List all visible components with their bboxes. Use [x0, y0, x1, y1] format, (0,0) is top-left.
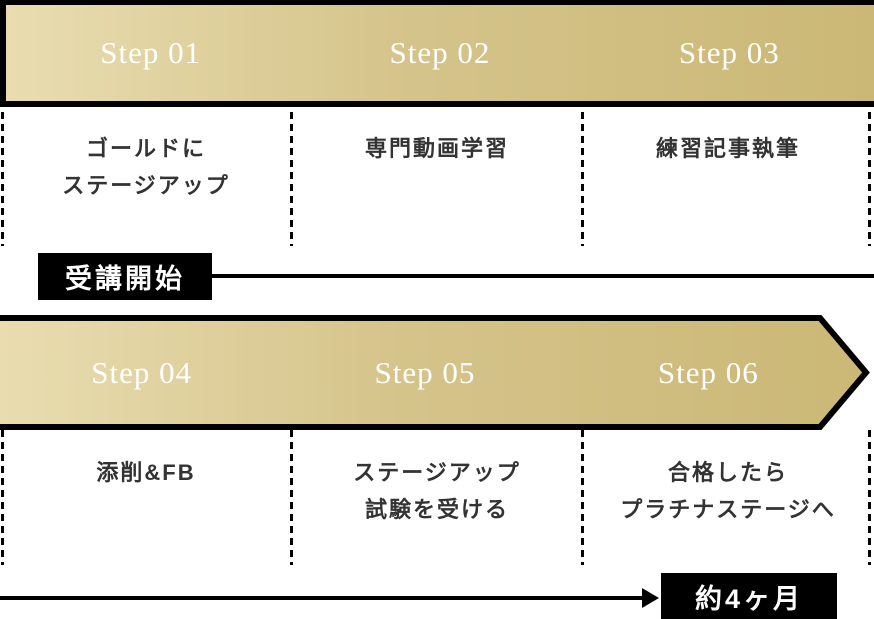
step01-description-line2: ステージアップ — [62, 173, 230, 198]
step05-description-line2: 試験を受ける — [364, 497, 509, 522]
dashed-separator — [290, 112, 293, 246]
dashed-separator — [581, 430, 584, 565]
step01-description: ゴールドに ステージアップ — [0, 130, 292, 204]
dashed-separator — [868, 430, 871, 565]
gold-banner-row2-labels: Step 04 Step 05 Step 06 — [0, 320, 850, 425]
step05-label: Step 05 — [374, 354, 476, 390]
step05-description-line1: ステージアップ — [353, 460, 521, 485]
dashed-separator — [1, 430, 4, 565]
dashed-separator — [1, 112, 4, 246]
step02-description: 専門動画学習 — [291, 130, 583, 167]
duration-arrow-line — [0, 596, 644, 600]
step03-description: 練習記事執筆 — [582, 130, 874, 167]
step06-description-line2: プラチナステージへ — [620, 497, 836, 522]
gold-banner-row1: Step 01 Step 02 Step 03 — [0, 0, 874, 107]
step04-label: Step 04 — [91, 354, 193, 390]
step03-description-line1: 練習記事執筆 — [655, 136, 800, 161]
step02-label: Step 02 — [389, 35, 491, 70]
step04-description-line1: 添削&FB — [96, 460, 196, 485]
step04-description: 添削&FB — [0, 454, 292, 491]
banner-cell-step06: Step 06 — [567, 320, 850, 425]
step06-description: 合格したら プラチナステージへ — [582, 454, 874, 528]
banner-cell-step04: Step 04 — [0, 320, 283, 425]
banner-cell-step02: Step 02 — [295, 5, 584, 101]
step06-label: Step 06 — [657, 354, 759, 390]
step01-label: Step 01 — [100, 35, 202, 70]
step06-description-line1: 合格したら — [667, 460, 788, 485]
duration-arrow-head-icon — [642, 588, 659, 608]
step03-label: Step 03 — [678, 35, 780, 70]
banner-cell-step01: Step 01 — [6, 5, 295, 101]
course-start-connector-line — [212, 274, 874, 278]
step01-description-line1: ゴールドに — [85, 136, 206, 161]
dashed-separator — [290, 430, 293, 565]
step05-description: ステージアップ 試験を受ける — [291, 454, 583, 528]
dashed-separator — [581, 112, 584, 246]
arrow-banner-shape — [0, 315, 870, 430]
dashed-separator — [868, 112, 871, 246]
course-start-badge: 受講開始 — [38, 253, 212, 300]
banner-cell-step03: Step 03 — [585, 5, 874, 101]
banner-cell-step05: Step 05 — [283, 320, 566, 425]
duration-badge: 約4ヶ月 — [661, 573, 837, 619]
gold-banner-row2-arrow — [0, 315, 870, 430]
step02-description-line1: 専門動画学習 — [364, 136, 509, 161]
